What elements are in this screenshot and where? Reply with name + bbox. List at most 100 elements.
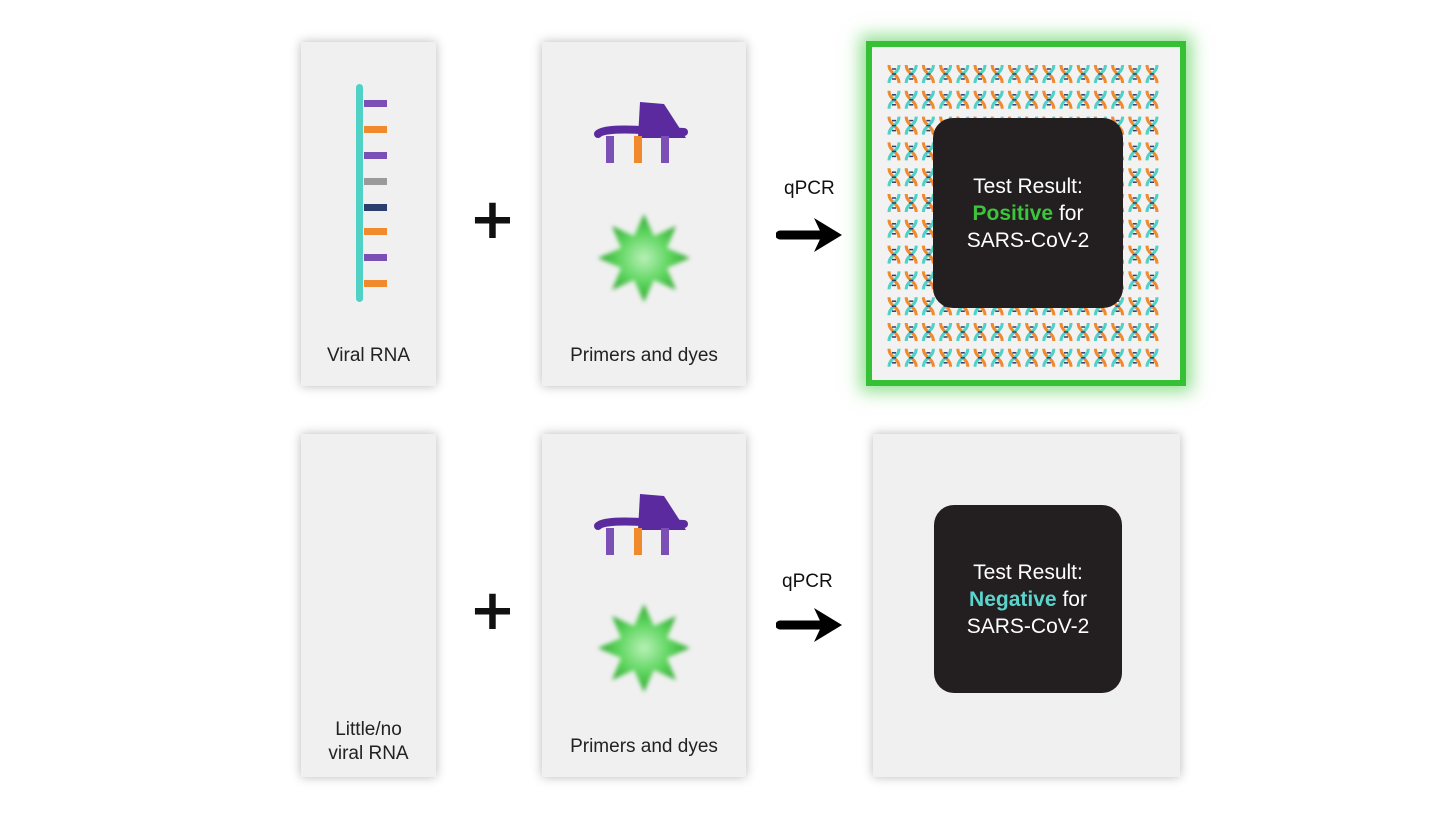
dna-helix-icon [887, 64, 901, 84]
dna-helix-icon [904, 271, 918, 290]
dna-helix-icon [1145, 348, 1159, 367]
sample-label-line1: Little/no [335, 719, 402, 740]
dna-helix-icon [1145, 322, 1159, 342]
dna-helix-icon [1042, 90, 1056, 109]
dna-helix-icon [1093, 90, 1107, 109]
dna-helix-icon [973, 322, 987, 342]
dna-helix-icon [1111, 348, 1125, 367]
positive-result-box: Test Result: Positive for SARS-CoV-2 [933, 118, 1123, 308]
dna-helix-icon [1025, 64, 1039, 84]
dna-helix-icon [1093, 322, 1107, 342]
dna-helix-icon [1128, 142, 1142, 161]
dna-helix-icon [904, 322, 918, 342]
dna-helix-icon [1128, 348, 1142, 367]
fluorescent-dye-icon [598, 604, 690, 692]
dna-helix-icon [921, 322, 935, 342]
dna-helix-icon [921, 297, 935, 316]
dna-helix-icon [887, 142, 901, 161]
sample-label-line2: viral RNA [328, 743, 409, 764]
dna-helix-icon [904, 219, 918, 238]
dna-helix-icon [956, 348, 970, 367]
dna-helix-icon [921, 116, 935, 135]
dna-helix-icon [956, 322, 970, 342]
dna-helix-icon [904, 348, 918, 367]
reagent-label: Primers and dyes [570, 345, 718, 366]
dna-helix-icon [904, 297, 918, 316]
dna-helix-icon [921, 64, 935, 84]
dna-helix-icon [990, 64, 1004, 84]
negative-word: Negative [969, 587, 1057, 611]
result-for: for [1058, 201, 1084, 225]
dna-helix-icon [990, 90, 1004, 109]
dna-helix-icon [1093, 348, 1107, 367]
dna-helix-icon [1076, 90, 1090, 109]
fluorescent-dye-icon [598, 214, 690, 302]
dna-helix-icon [1059, 348, 1073, 367]
dna-helix-icon [1145, 64, 1159, 84]
dna-helix-icon [887, 348, 901, 367]
dna-helix-icon [1111, 90, 1125, 109]
dna-helix-icon [939, 348, 953, 367]
dna-helix-icon [1145, 193, 1159, 213]
dna-helix-icon [887, 168, 901, 187]
dna-helix-icon [887, 322, 901, 342]
rna-strand-icon [356, 84, 387, 302]
result-verdict-line: Positive for [973, 200, 1084, 227]
result-for: for [1062, 587, 1087, 611]
dna-helix-icon [1025, 348, 1039, 367]
dna-helix-icon [973, 90, 987, 109]
dna-helix-icon [1059, 322, 1073, 342]
dna-helix-icon [973, 64, 987, 84]
dna-helix-icon [1128, 193, 1142, 213]
dna-helix-icon [921, 90, 935, 109]
qpcr-label: qPCR [784, 178, 835, 199]
dna-helix-icon [921, 245, 935, 264]
dna-helix-icon [1111, 322, 1125, 342]
dna-helix-icon [1145, 116, 1159, 135]
sample-label: Viral RNA [326, 345, 411, 366]
dna-helix-icon [1007, 90, 1021, 109]
dna-helix-icon [1145, 297, 1159, 316]
result-virus-name: SARS-CoV-2 [966, 614, 1090, 638]
right-arrow-icon [776, 608, 842, 642]
dna-helix-icon [1145, 168, 1159, 187]
dna-helix-icon [956, 90, 970, 109]
dna-helix-icon [1128, 271, 1142, 290]
dna-helix-icon [921, 271, 935, 290]
dna-helix-icon [1007, 64, 1021, 84]
plus-sign: + [469, 578, 516, 643]
dna-helix-icon [1076, 348, 1090, 367]
positive-word: Positive [972, 201, 1054, 225]
dna-helix-icon [887, 297, 901, 316]
dna-helix-icon [1145, 142, 1159, 161]
negative-result-panel: Test Result: Negative for SARS-CoV-2 [873, 434, 1180, 777]
primer-probe-icon [594, 102, 688, 163]
dna-helix-icon [921, 219, 935, 238]
dna-helix-icon [939, 64, 953, 84]
primer-probe-icon [594, 494, 688, 555]
dna-helix-icon [1093, 64, 1107, 84]
dna-helix-icon [1042, 64, 1056, 84]
dna-helix-icon [921, 193, 935, 213]
viral-rna-panel: Viral RNA [301, 42, 436, 386]
dna-helix-icon [1042, 348, 1056, 367]
plus-sign: + [469, 187, 516, 252]
dna-helix-icon [887, 193, 901, 213]
right-arrow-icon [776, 218, 842, 252]
result-virus-name: SARS-CoV-2 [966, 228, 1090, 252]
no-rna-panel: Little/no viral RNA [301, 434, 436, 777]
dna-helix-icon [1076, 322, 1090, 342]
dna-helix-icon [1128, 297, 1142, 316]
dna-helix-icon [1111, 64, 1125, 84]
dna-helix-icon [1145, 90, 1159, 109]
dna-helix-icon [939, 322, 953, 342]
dna-helix-icon [1128, 64, 1142, 84]
dna-helix-icon [887, 90, 901, 109]
result-title: Test Result: [973, 174, 1083, 198]
dna-helix-icon [973, 348, 987, 367]
dna-helix-icon [1145, 245, 1159, 264]
dna-helix-icon [904, 64, 918, 84]
reagent-label: Primers and dyes [570, 736, 718, 757]
dna-helix-icon [887, 219, 901, 238]
dna-helix-icon [921, 168, 935, 187]
